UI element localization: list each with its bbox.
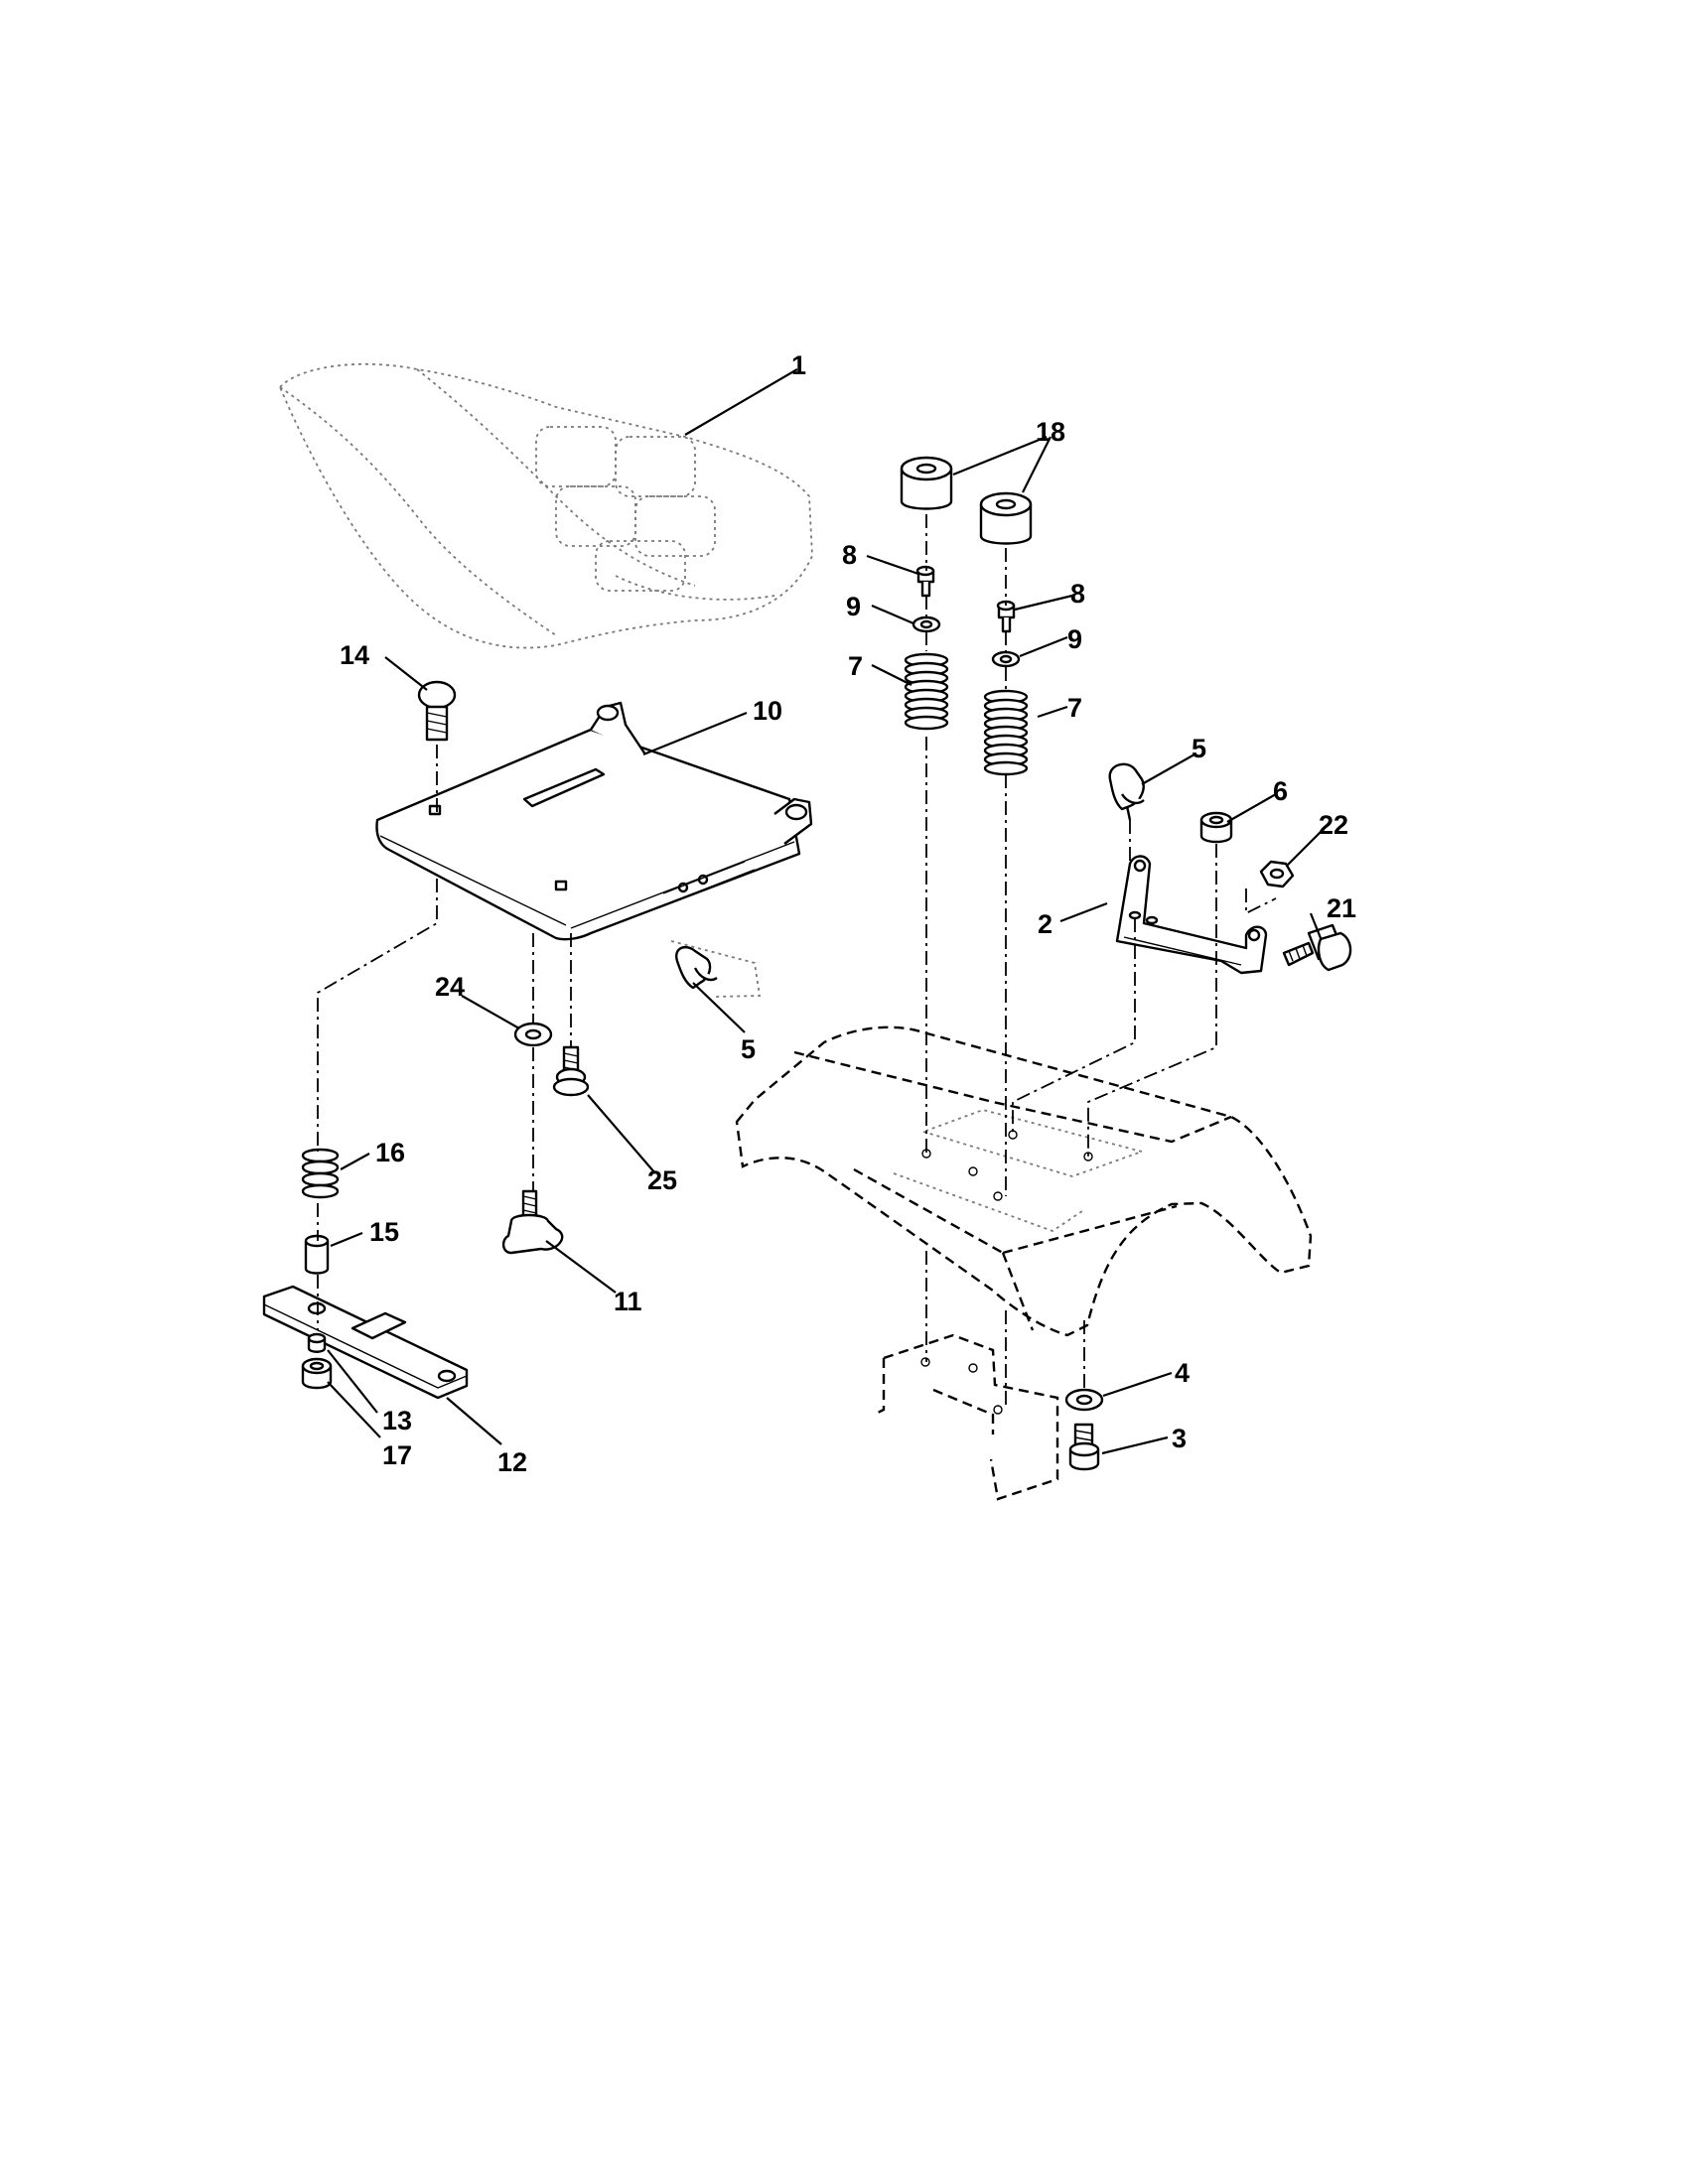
alignment-lines-right bbox=[925, 514, 1277, 1410]
bolt-8-left bbox=[915, 565, 935, 598]
washer-9-right bbox=[991, 650, 1021, 668]
locknut-6 bbox=[1199, 811, 1233, 844]
spacer-15 bbox=[304, 1234, 330, 1275]
bolt-8-right bbox=[996, 600, 1016, 633]
callout-1: 1 bbox=[791, 350, 806, 380]
callout-4: 4 bbox=[1175, 1358, 1190, 1388]
adjustment-knob bbox=[501, 1189, 564, 1255]
callout-8-right: 8 bbox=[1070, 579, 1085, 609]
clip-right bbox=[1108, 762, 1145, 821]
callout-5-right: 5 bbox=[1192, 734, 1206, 763]
seat-slide-plate bbox=[262, 1285, 469, 1400]
bumper-left bbox=[900, 456, 953, 510]
callout-12: 12 bbox=[497, 1447, 527, 1477]
callout-9-left: 9 bbox=[846, 592, 861, 621]
callout-9-right: 9 bbox=[1067, 624, 1082, 654]
spring-7-left bbox=[904, 652, 949, 731]
locknut-13 bbox=[307, 1332, 327, 1353]
carriage-bolt bbox=[417, 680, 457, 742]
callout-15: 15 bbox=[369, 1217, 399, 1247]
callout-25: 25 bbox=[647, 1165, 677, 1195]
callout-11: 11 bbox=[614, 1287, 642, 1316]
seat-bracket bbox=[1115, 855, 1268, 975]
callout-6: 6 bbox=[1273, 776, 1288, 806]
callout-16: 16 bbox=[375, 1138, 405, 1167]
shoulder-bolt-21 bbox=[1282, 923, 1352, 972]
clip-left bbox=[670, 940, 762, 998]
callout-7-right: 7 bbox=[1067, 693, 1082, 723]
callout-10: 10 bbox=[753, 696, 782, 726]
alignment-lines-left bbox=[317, 745, 572, 1330]
chassis-outline bbox=[735, 1025, 1313, 1501]
shoulder-bolt-25 bbox=[552, 1045, 590, 1097]
callout-17: 17 bbox=[382, 1440, 412, 1470]
nut-22 bbox=[1259, 860, 1295, 888]
callout-22: 22 bbox=[1319, 810, 1348, 840]
callout-7-left: 7 bbox=[848, 651, 863, 681]
washer-4 bbox=[1064, 1388, 1104, 1412]
callout-13: 13 bbox=[382, 1406, 412, 1435]
seat-pan bbox=[375, 701, 813, 941]
callout-5-left: 5 bbox=[741, 1034, 756, 1064]
bumper-right bbox=[979, 491, 1033, 545]
nut-17 bbox=[301, 1357, 333, 1390]
spring-7-right bbox=[983, 689, 1029, 776]
callout-8-left: 8 bbox=[842, 540, 857, 570]
leader-lines bbox=[327, 368, 1323, 1455]
callout-21: 21 bbox=[1327, 893, 1356, 923]
washer-9-left bbox=[912, 615, 941, 633]
hex-bolt-3 bbox=[1068, 1423, 1100, 1471]
seat-outline bbox=[278, 362, 813, 649]
callout-18: 18 bbox=[1036, 417, 1065, 447]
seat-spring-16 bbox=[301, 1148, 340, 1199]
callout-2: 2 bbox=[1038, 909, 1052, 939]
callout-14: 14 bbox=[340, 640, 369, 670]
callout-24: 24 bbox=[435, 972, 465, 1002]
callout-3: 3 bbox=[1172, 1424, 1187, 1453]
spring-coil bbox=[904, 715, 949, 731]
washer-24 bbox=[513, 1022, 553, 1047]
callout-labels: 1 18 8 8 9 9 7 7 5 6 22 21 2 10 14 24 5 … bbox=[340, 350, 1356, 1477]
spring-coil bbox=[983, 760, 1029, 776]
